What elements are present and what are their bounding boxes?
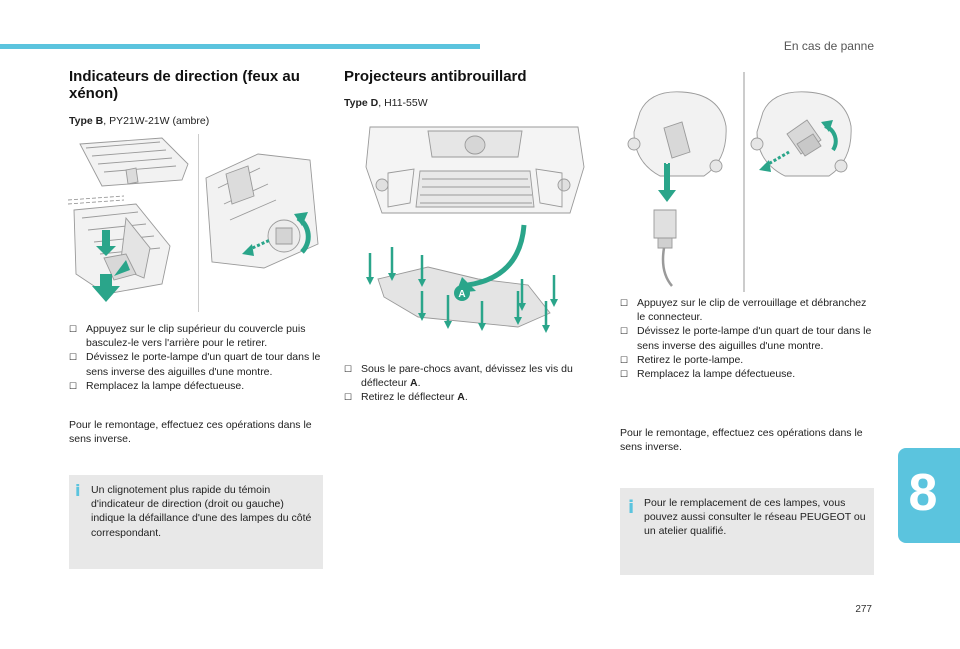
left-type-label: Type B — [69, 115, 104, 127]
left-heading: Indicateurs de direction (feux au xénon) — [69, 68, 300, 102]
left-steps-list: ☐Appuyez sur le clip supérieur du couver… — [69, 322, 331, 393]
list-item: ☐Sous le pare-chocs avant, dévissez les … — [344, 363, 573, 390]
list-item: ☐Remplacez la lampe défectueuse. — [620, 368, 796, 381]
header-accent-bar — [0, 44, 480, 49]
front-bumper-deflector-illustration: A — [365, 126, 585, 333]
checkbox-bullet-icon: ☐ — [344, 392, 353, 403]
middle-bulb-type: Type D, H11-55W — [344, 97, 428, 109]
info-icon: i — [628, 497, 635, 518]
checkbox-bullet-icon: ☐ — [344, 364, 353, 374]
right-info-box: i Pour le remplacement de ces lampes, vo… — [620, 488, 874, 575]
list-item: ☐Appuyez sur le clip supérieur du couver… — [69, 323, 306, 350]
right-steps-list: ☐Appuyez sur le clip de verrouillage et … — [620, 296, 872, 381]
middle-type-value: , H11-55W — [378, 97, 428, 109]
checkbox-bullet-icon: ☐ — [620, 369, 629, 380]
list-item: ☐Dévissez le porte-lampe d'un quart de t… — [620, 325, 872, 352]
page-number: 277 — [855, 604, 872, 615]
left-reassembly-note: Pour le remontage, effectuez ces opérati… — [69, 419, 312, 446]
left-bulb-type: Type B, PY21W-21W (ambre) — [69, 115, 209, 127]
middle-heading: Projecteurs antibrouillard — [344, 68, 527, 85]
chapter-number: 8 — [908, 464, 938, 522]
section-title: En cas de panne — [783, 39, 874, 53]
checkbox-bullet-icon: ☐ — [620, 354, 629, 365]
list-item: ☐Dévissez le porte-lampe d'un quart de t… — [69, 351, 321, 378]
checkbox-bullet-icon: ☐ — [69, 324, 78, 334]
left-info-box: i Un clignotement plus rapide du témoin … — [69, 475, 323, 569]
checkbox-bullet-icon: ☐ — [620, 298, 629, 308]
checkbox-bullet-icon: ☐ — [69, 352, 78, 363]
list-item: ☐Remplacez la lampe défectueuse. — [69, 379, 245, 392]
left-type-value: , PY21W-21W (ambre) — [103, 115, 210, 127]
middle-steps-list: ☐Sous le pare-chocs avant, dévissez les … — [344, 362, 606, 405]
turn-signal-engine-bay-illustration — [67, 137, 189, 302]
list-item: ☐Appuyez sur le clip de verrouillage et … — [620, 297, 867, 324]
checkbox-bullet-icon: ☐ — [620, 326, 629, 337]
turn-signal-bulb-holder-illustration — [198, 134, 319, 312]
info-icon: i — [75, 481, 81, 500]
list-item: ☐Retirez le porte-lampe. — [620, 353, 744, 366]
right-reassembly-note: Pour le remontage, effectuez ces opérati… — [620, 427, 863, 454]
fog-lamp-connector-illustration — [627, 72, 745, 292]
callout-a-label: A — [458, 289, 465, 300]
right-info-text: Pour le remplacement de ces lampes, vous… — [644, 497, 866, 538]
list-item: ☐Retirez le déflecteur A. — [344, 391, 468, 404]
checkbox-bullet-icon: ☐ — [69, 380, 78, 391]
left-info-text: Un clignotement plus rapide du témoin d'… — [91, 484, 312, 539]
middle-type-label: Type D — [344, 97, 379, 109]
chapter-tab: 8 — [898, 448, 960, 543]
fog-lamp-holder-illustration — [750, 91, 852, 177]
